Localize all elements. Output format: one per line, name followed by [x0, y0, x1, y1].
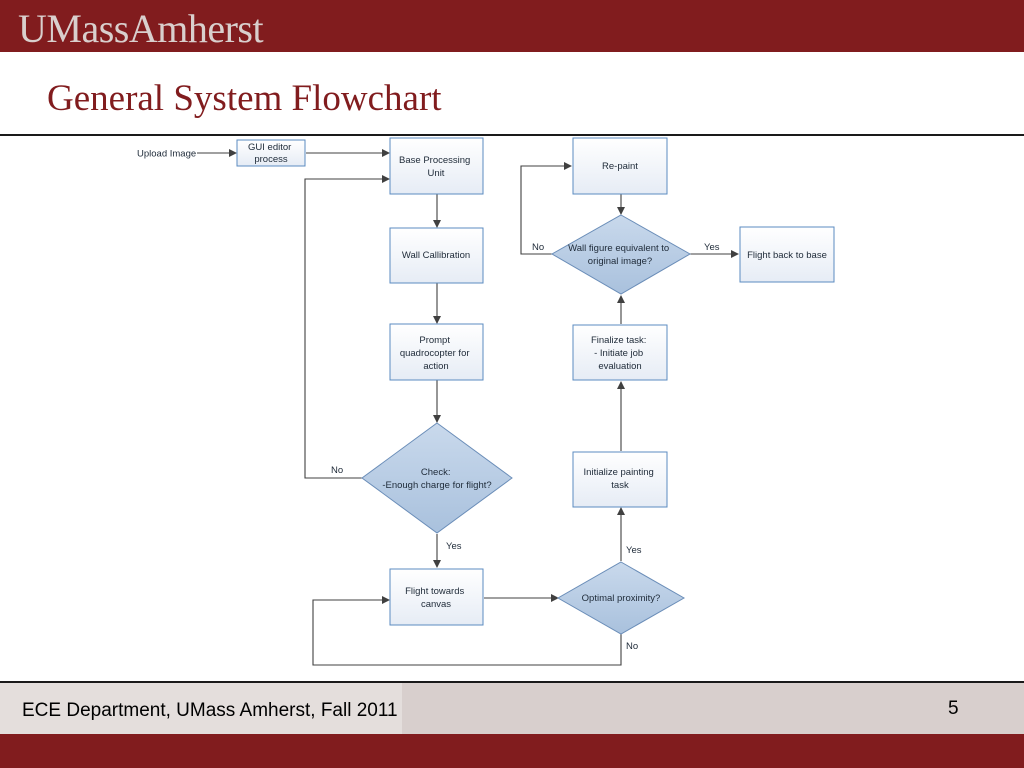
proximity-yes-label: Yes: [626, 545, 642, 556]
svg-text:Base Processing Unit: Base Processing Unit: [399, 155, 473, 179]
check-no-label: No: [331, 465, 343, 476]
page-title: General System Flowchart: [47, 78, 442, 119]
flight-towards-canvas-box: Flight towards canvas: [389, 568, 484, 626]
svg-text:Re-paint: Re-paint: [602, 161, 638, 172]
upload-image-label: Upload Image: [137, 149, 196, 160]
footer-divider: [0, 681, 1024, 683]
gui-editor-process-box: GUI editor process: [236, 139, 306, 167]
svg-text:Optimal proximity?: Optimal proximity?: [582, 593, 661, 604]
optimal-proximity-decision: Optimal proximity?: [556, 561, 686, 635]
connectors: [197, 149, 739, 666]
slide-number: 5: [948, 698, 959, 719]
flight-back-to-base-box: Flight back to base: [739, 226, 835, 283]
base-processing-unit-box: Base Processing Unit: [389, 137, 484, 195]
initialize-painting-task-box: Initialize painting task: [572, 451, 668, 508]
wall-figure-yes-label: Yes: [704, 242, 720, 253]
svg-text:GUI editor process: GUI editor process: [248, 142, 294, 165]
header-bar: UMassAmherst: [0, 0, 1024, 52]
svg-text:Wall figure equivalent to: Wall figure equivalent to original image…: [568, 243, 672, 267]
title-divider: [0, 134, 1024, 136]
check-charge-decision: Check: -Enough charge for flight?: [361, 422, 513, 534]
connector-wallcheck-no-to-repaint: [520, 162, 572, 255]
wall-figure-check-decision: Wall figure equivalent to original image…: [550, 214, 692, 295]
svg-text:Wall Callibration: Wall Callibration: [402, 250, 470, 261]
svg-text:Flight back to base: Flight back to base: [747, 250, 827, 261]
svg-text:Initialize painting ta: Initialize painting task: [584, 467, 657, 491]
connector-proximity-no-loop: [312, 596, 622, 666]
wall-figure-no-label: No: [532, 242, 544, 253]
finalize-task-box: Finalize task: - Initiate job evaluation: [572, 324, 668, 381]
svg-text:Flight towards canvas: Flight towards canvas: [405, 586, 467, 610]
svg-text:Finalize task: - Initi: Finalize task: - Initiate job evaluation: [591, 335, 649, 372]
svg-text:Check: -Enough charge: Check: -Enough charge for flight?: [382, 467, 491, 491]
connector-check-no-loop: [304, 175, 390, 479]
umass-amherst-logo: UMassAmherst: [18, 6, 264, 51]
check-yes-label: Yes: [446, 541, 462, 552]
footer-bottom-bar: [0, 734, 1024, 768]
proximity-no-label: No: [626, 641, 638, 652]
footer-left-panel: [0, 683, 402, 734]
footer-text: ECE Department, UMass Amherst, Fall 2011: [22, 700, 398, 721]
svg-text:Prompt quadrocopter fo: Prompt quadrocopter for action: [400, 335, 472, 372]
wall-calibration-box: Wall Callibration: [389, 227, 484, 284]
prompt-quadrocopter-box: Prompt quadrocopter for action: [389, 323, 484, 381]
repaint-box: Re-paint: [572, 137, 668, 195]
